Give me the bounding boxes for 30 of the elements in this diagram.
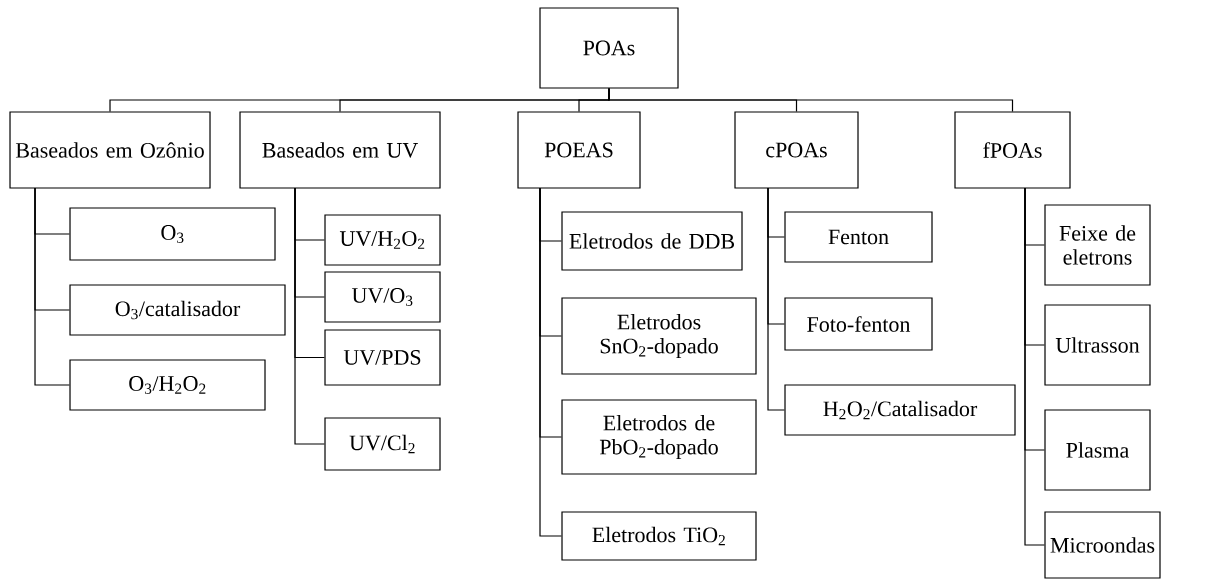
process-box: UV/Cl$_{2}$: [324, 417, 441, 471]
process-box: Fenton: [784, 211, 933, 263]
process-box: UV/O$_{3}$: [324, 271, 441, 323]
category-box: cPOAs: [734, 111, 859, 189]
process-box: H$_{2}$O$_{2}$/Catalisador: [784, 384, 1016, 436]
root-box: POAs: [539, 7, 679, 89]
connector-line: [767, 187, 785, 411]
process-box: Eletrodos de DDB: [561, 211, 743, 271]
process-box: Eletrodos de PbO$_{2}$-dopado: [561, 399, 757, 475]
category-box: Baseados em UV: [239, 111, 441, 189]
process-box: Foto-fenton: [784, 297, 933, 351]
process-box: Eletrodos TiO$_{2}$: [561, 511, 757, 561]
process-box: Eletrodos SnO$_{2}$-dopado: [561, 297, 757, 375]
category-box: Baseados em Ozônio: [9, 111, 211, 189]
connector-line: [294, 187, 325, 445]
connector-line: [539, 187, 562, 537]
process-box: Ultrasson: [1044, 304, 1151, 386]
process-box: O$_{3}$/H$_{2}$O$_{2}$: [69, 359, 266, 411]
process-box: Microondas: [1044, 511, 1161, 579]
process-box: O$_{3}$/catalisador: [69, 284, 286, 336]
category-box: fPOAs: [954, 111, 1071, 189]
process-box: UV/H$_{2}$O$_{2}$: [324, 214, 441, 266]
process-box: Plasma: [1044, 409, 1151, 491]
category-box: POEAS: [517, 111, 641, 189]
connector-line: [34, 187, 70, 386]
process-box: Feixe de eletrons: [1044, 204, 1151, 286]
process-box: O$_{3}$: [69, 207, 276, 261]
connector-line: [608, 88, 1014, 112]
process-box: UV/PDS: [324, 329, 441, 386]
connector-line: [1024, 187, 1045, 546]
